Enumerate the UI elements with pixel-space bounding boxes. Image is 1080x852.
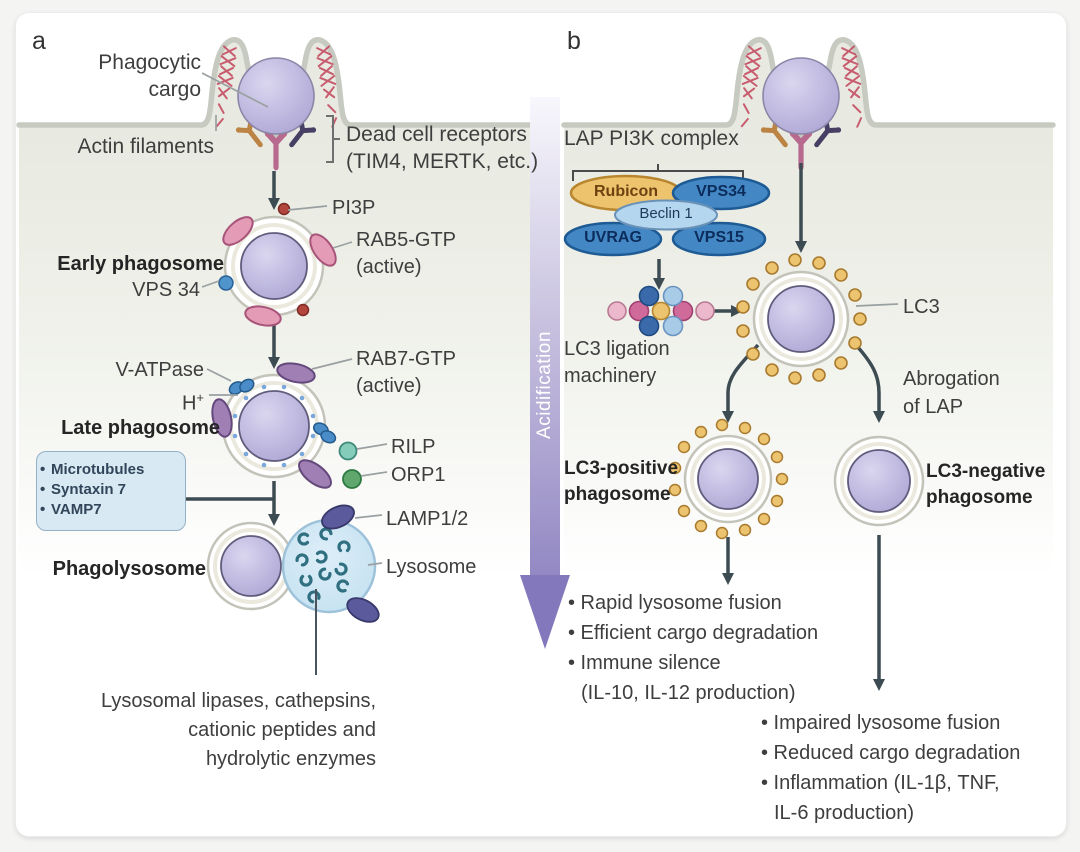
lc3-negative-label: LC3-negative phagosome [926,461,1046,508]
outcome-line: • Rapid lysosome fusion [568,592,782,614]
outcome-line: • Immune silence [568,652,721,674]
lysosome-graphic [281,504,380,675]
dead-cell-receptors-label: Dead cell receptors (TIM4, MERTK, etc.) [346,123,539,173]
lc3-phagosome-graphic [736,253,867,385]
outcome-line: • Impaired lysosome fusion [761,712,1001,734]
fusion-item: Syntaxin 7 [40,480,179,500]
beclin-label: Beclin 1 [639,205,693,222]
outcome-line: IL-6 production) [774,802,915,824]
phagolysosome-graphic [206,521,296,611]
rilp-label: RILP [391,436,436,458]
complex-bracket [572,164,744,181]
vps34-oval [671,175,771,211]
phagolysosome-label: Phagolysosome [52,558,206,580]
lap-positive-outcomes: • Rapid lysosome fusion • Efficient carg… [568,588,818,708]
vps15-oval [671,221,767,257]
pi3p-dot [277,202,291,216]
pi3p-label: PI3P [332,197,376,219]
outcome-line: • Efficient cargo degradation [568,622,819,644]
abrogation-label: Abrogation of LAP [903,368,1000,418]
acidification-label: Acidification [534,331,555,439]
lap-negative-outcomes: • Impaired lysosome fusion • Reduced car… [761,708,1020,828]
actin-filaments-label: Actin filaments [77,135,214,158]
proton-dots [232,384,316,468]
early-phagosome-label: Early phagosome [57,253,224,275]
lamp-label: LAMP1/2 [386,508,469,530]
flow-arrows-b [653,163,885,691]
panel-a-label: a [32,27,46,55]
fusion-item: Microtubules [40,460,179,480]
early-phagosome-graphic [218,202,337,327]
fusion-machinery-box: Microtubules Syntaxin 7 VAMP7 [36,451,186,531]
late-phagosome-label: Late phagosome [61,417,220,439]
vps34-label: VPS 34 [132,279,200,301]
rab7-label: RAB7-GTP (active) [356,348,457,397]
figure-graphics [16,37,1056,691]
outcome-line: • Inflammation (IL-1β, TNF, [761,772,1000,794]
lysosome-label: Lysosome [386,556,477,578]
leader-lines [201,72,899,566]
lc3-positive-label: LC3-positive phagosome [564,458,679,505]
v-atpase-label: V-ATPase [115,359,204,381]
beclin-oval [614,199,718,231]
panel-b-label: b [567,27,581,55]
vps15-label: VPS15 [694,229,744,246]
flow-arrows-a [184,171,280,526]
late-phagosome-graphic [211,362,362,489]
lc3-dots [736,253,867,385]
lc3-ligation-cluster [607,285,715,337]
vps34-oval-label: VPS34 [696,183,746,200]
acidification-arrow [520,97,570,649]
fusion-item: VAMP7 [40,500,179,520]
figure-card: a Phagocytic cargo Actin filaments Dead … [15,12,1067,837]
rubicon-label: Rubicon [594,183,658,200]
rilp-dot [338,441,358,461]
lc3-negative-phagosome-graphic [833,435,925,527]
uvrag-label: UVRAG [584,229,642,246]
phagocytic-cup-b [760,57,842,167]
lysosomal-enzymes-label: Lysosomal lipases, cathepsins, cationic … [101,690,376,770]
lc3-ligation-label: LC3 ligation machinery [564,338,670,387]
outcome-line: (IL-10, IL-12 production) [581,682,796,704]
lap-pi3k-complex-label: LAP PI3K complex [564,127,739,150]
lc3-positive-phagosome-graphic [668,418,789,540]
phagocytic-cup-a [235,57,317,167]
phagocytic-cargo-label: Phagocytic cargo [98,51,201,101]
lc3-label: LC3 [903,296,940,318]
pi3k-complex-ovals [563,174,771,257]
orp1-dot [342,469,362,489]
orp1-label: ORP1 [391,464,446,486]
outcome-line: • Reduced cargo degradation [761,742,1021,764]
uvrag-oval [563,221,663,257]
receptor-bracket [326,115,340,163]
vps34-dot [218,275,234,291]
rab5-label: RAB5-GTP (active) [356,229,457,278]
rab5-ovals [222,216,337,327]
lamp-graphic [321,504,355,530]
h-plus-label: H+ [181,390,204,415]
rab7-ovals [211,362,332,489]
